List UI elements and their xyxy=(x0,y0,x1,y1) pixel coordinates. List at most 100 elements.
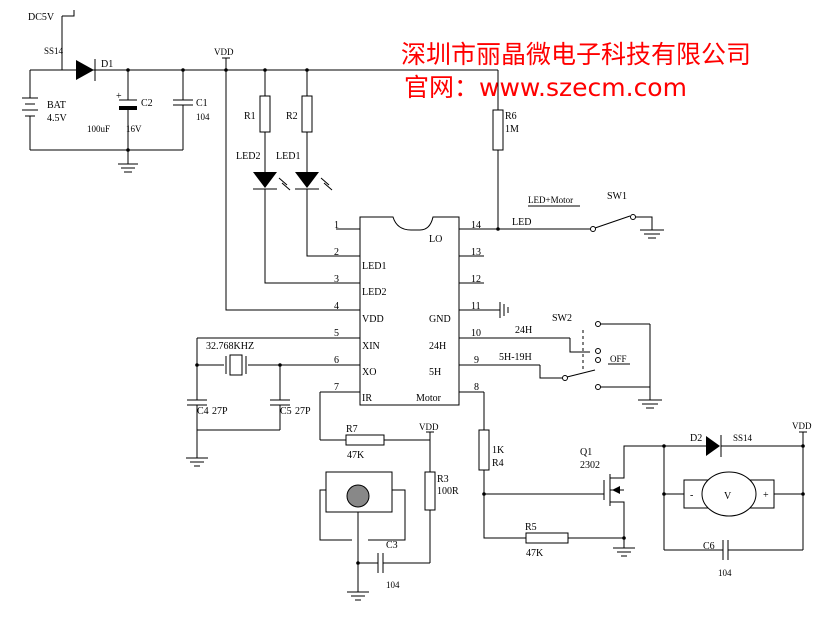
ir-receiver xyxy=(319,471,406,592)
svg-text:-: - xyxy=(690,490,693,501)
company-name: 深圳市丽晶微电子科技有限公司 xyxy=(401,40,751,69)
svg-text:C4: C4 xyxy=(197,406,209,417)
svg-text:R5: R5 xyxy=(525,522,537,533)
ic-chip xyxy=(359,216,460,406)
pin-12-number: 12 xyxy=(471,274,481,285)
capacitor-c2: + C2 100uF 16V xyxy=(87,70,153,150)
pin-10-name: 24H xyxy=(429,341,446,352)
svg-text:C1: C1 xyxy=(196,98,208,109)
svg-text:Q1: Q1 xyxy=(580,447,592,458)
pin-5-name: XIN xyxy=(362,341,380,352)
svg-text:47K: 47K xyxy=(347,450,365,461)
resistor-r4: 1K R4 xyxy=(478,429,505,471)
svg-text:R2: R2 xyxy=(286,111,298,122)
capacitor-c1: C1 104 xyxy=(173,70,210,150)
svg-text:C2: C2 xyxy=(141,98,153,109)
resistor-r3: R3 100R xyxy=(424,471,459,563)
pin-14-number: 14 xyxy=(471,220,481,231)
svg-text:2302: 2302 xyxy=(580,460,600,471)
crystal: 32.768KHZ xyxy=(195,338,282,376)
diode-d1: SS14 D1 xyxy=(44,46,113,81)
svg-text:R1: R1 xyxy=(244,111,256,122)
svg-text:LED2: LED2 xyxy=(236,151,260,162)
led2: LED2 xyxy=(236,151,336,284)
svg-text:LED+Motor: LED+Motor xyxy=(528,195,573,205)
svg-text:104: 104 xyxy=(196,112,210,122)
svg-text:VDD: VDD xyxy=(419,422,439,432)
switch-sw2: 24H 5H-19H SW2 OFF xyxy=(499,313,662,409)
vdd-r3: VDD xyxy=(419,422,439,472)
svg-text:LED1: LED1 xyxy=(276,151,300,162)
svg-text:R4: R4 xyxy=(492,458,504,469)
svg-text:24H: 24H xyxy=(515,325,532,336)
mosfet-q1: Q1 2302 xyxy=(580,445,664,548)
pin-9-number: 9 xyxy=(474,355,479,366)
svg-text:VDD: VDD xyxy=(792,421,812,431)
svg-text:C3: C3 xyxy=(386,540,398,551)
svg-text:C6: C6 xyxy=(703,541,715,552)
resistor-r2: R2 xyxy=(286,70,313,172)
pin-8-number: 8 xyxy=(474,382,479,393)
pin-10-number: 10 xyxy=(471,328,481,339)
svg-text:OFF: OFF xyxy=(610,354,627,364)
pin-7-name: IR xyxy=(362,393,372,404)
motor: V - + xyxy=(663,446,803,550)
svg-text:SW1: SW1 xyxy=(607,191,627,202)
battery: BAT 4.5V xyxy=(22,70,68,150)
pin-4-name: VDD xyxy=(362,314,384,325)
capacitor-c6: C6 104 xyxy=(664,540,803,578)
vdd-motor: VDD xyxy=(792,421,812,550)
pin-4-number: 4 xyxy=(334,301,339,312)
dc5v-input: DC5V xyxy=(28,10,75,70)
svg-text:SS14: SS14 xyxy=(733,433,753,443)
resistor-r5: R5 47K xyxy=(525,522,624,559)
svg-text:1M: 1M xyxy=(505,124,519,135)
svg-text:D1: D1 xyxy=(101,59,113,70)
svg-text:27P: 27P xyxy=(295,406,311,417)
pin-3-name: LED2 xyxy=(362,287,386,298)
svg-text:R6: R6 xyxy=(505,111,517,122)
svg-text:V: V xyxy=(724,491,732,502)
svg-text:DC5V: DC5V xyxy=(28,12,55,23)
svg-text:1K: 1K xyxy=(492,445,505,456)
resistor-r7: R7 47K xyxy=(345,424,430,461)
capacitor-c4: C4 27P xyxy=(187,365,228,430)
pin-2-name: LED1 xyxy=(362,261,386,272)
svg-text:5H-19H: 5H-19H xyxy=(499,352,532,363)
pin-1-number: 1 xyxy=(334,220,339,231)
pin-8-name: Motor xyxy=(416,393,442,404)
pin-6-name: XO xyxy=(362,367,376,378)
pin-9-name: 5H xyxy=(429,367,441,378)
capacitor-c5: C5 27P xyxy=(270,365,311,430)
capacitor-c3: C3 104 xyxy=(358,540,430,590)
svg-text:16V: 16V xyxy=(126,124,142,134)
vdd-label: VDD xyxy=(214,47,234,57)
pin-14-name: LO xyxy=(429,234,442,245)
svg-text:BAT: BAT xyxy=(47,100,66,111)
svg-text:SW2: SW2 xyxy=(552,313,572,324)
svg-text:SS14: SS14 xyxy=(44,46,64,56)
pin-13-number: 13 xyxy=(471,247,481,258)
svg-text:R3: R3 xyxy=(437,474,449,485)
switch-sw1: LED LED+Motor SW1 xyxy=(512,191,664,239)
svg-text:27P: 27P xyxy=(212,406,228,417)
svg-text:100uF: 100uF xyxy=(87,124,110,134)
diode-d2: D2 SS14 xyxy=(664,433,803,457)
svg-text:R7: R7 xyxy=(346,424,358,435)
pin-6-number: 6 xyxy=(334,355,339,366)
svg-text:100R: 100R xyxy=(437,486,459,497)
svg-text:C5: C5 xyxy=(280,406,292,417)
svg-text:+: + xyxy=(116,91,122,102)
svg-text:D2: D2 xyxy=(690,433,702,444)
svg-text:4.5V: 4.5V xyxy=(47,113,68,124)
pin-5-number: 5 xyxy=(334,328,339,339)
resistor-r1: R1 xyxy=(244,70,271,172)
resistor-r6: R6 1M xyxy=(492,70,519,229)
pin-11-number: 11 xyxy=(471,301,481,312)
svg-text:104: 104 xyxy=(718,568,732,578)
svg-text:47K: 47K xyxy=(526,548,544,559)
company-website: 官网：www.szecm.com xyxy=(404,73,687,102)
svg-text:+: + xyxy=(763,490,769,501)
